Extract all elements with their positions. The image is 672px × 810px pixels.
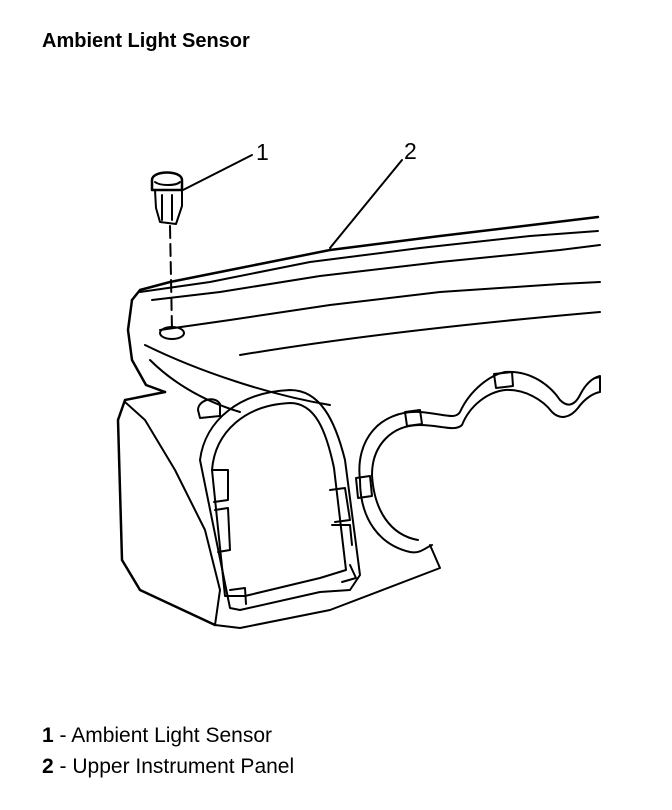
legend-label: Ambient Light Sensor [71,724,272,747]
legend-item: 2 - Upper Instrument Panel [42,751,294,782]
installation-line [169,225,173,331]
ambient-light-sensor [150,171,184,225]
leader-line-2 [329,159,403,249]
legend-number: 1 [42,724,54,747]
callout-2: 2 [404,138,417,164]
legend-separator: - [53,724,72,747]
legend-item: 1 - Ambient Light Sensor [42,720,294,751]
page-title: Ambient Light Sensor [42,30,250,52]
leader-line-1 [182,154,253,191]
callout-1: 1 [256,139,269,165]
cluster-opening [199,389,361,611]
gauge-openings [355,370,601,554]
legend-separator: - [53,755,73,778]
legend: 1 - Ambient Light Sensor 2 - Upper Instr… [42,720,294,782]
legend-number: 2 [42,755,54,778]
upper-instrument-panel [116,215,601,629]
legend-label: Upper Instrument Panel [72,755,295,778]
